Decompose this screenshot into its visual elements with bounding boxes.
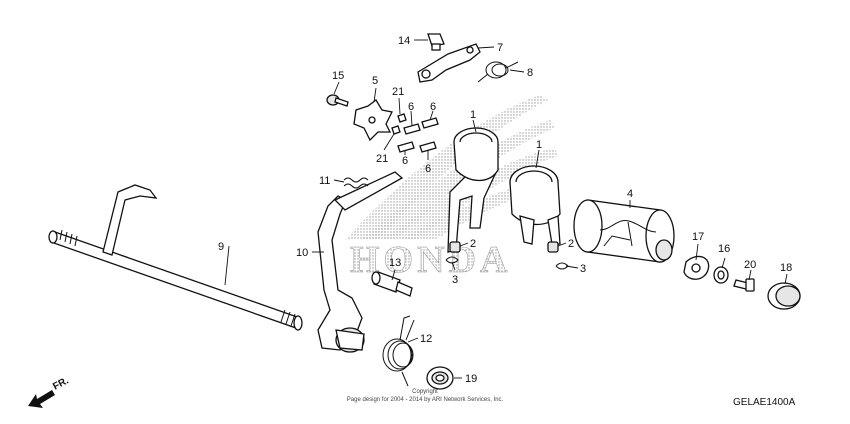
bolt-part-15 bbox=[326, 94, 349, 107]
plate-part-7 bbox=[417, 43, 481, 83]
label-5: 5 bbox=[372, 75, 378, 87]
label-12: 12 bbox=[420, 333, 432, 345]
label-3-left: 3 bbox=[452, 274, 458, 286]
label-6-c: 6 bbox=[402, 155, 408, 167]
pin-part-13 bbox=[371, 271, 413, 297]
label-21-b: 21 bbox=[376, 153, 388, 165]
front-arrow-icon bbox=[28, 390, 55, 408]
roller-part-2-right bbox=[547, 241, 559, 253]
label-6-d: 6 bbox=[425, 163, 431, 175]
shift-fork-part-1-right bbox=[509, 165, 561, 245]
label-19: 19 bbox=[465, 373, 477, 385]
label-2-right: 2 bbox=[568, 238, 574, 250]
cam-plate-part-5 bbox=[353, 99, 393, 142]
label-3-right: 3 bbox=[580, 263, 586, 275]
diagram-code: GELAE1400A bbox=[733, 397, 796, 408]
bolt-part-14 bbox=[427, 33, 445, 51]
clip-part-3-left bbox=[445, 256, 459, 264]
label-1-left: 1 bbox=[470, 109, 476, 121]
label-16: 16 bbox=[718, 243, 730, 255]
label-11: 11 bbox=[319, 175, 330, 187]
spring-part-11 bbox=[343, 177, 369, 189]
shift-fork-part-1-left bbox=[447, 127, 499, 253]
label-7: 7 bbox=[497, 42, 503, 54]
label-10: 10 bbox=[296, 247, 308, 259]
label-21-a: 21 bbox=[392, 86, 404, 98]
label-13: 13 bbox=[389, 257, 401, 269]
label-2-left: 2 bbox=[470, 238, 476, 250]
copyright-line-2: Page design for 2004 - 2014 by ARI Netwo… bbox=[347, 397, 504, 403]
label-15: 15 bbox=[332, 70, 344, 82]
front-label: FR. bbox=[51, 375, 71, 392]
copyright-line-1: Copyright bbox=[412, 389, 438, 395]
label-20: 20 bbox=[744, 259, 756, 271]
pins-part-6 bbox=[397, 117, 439, 153]
label-1-right: 1 bbox=[536, 139, 542, 151]
label-6-b: 6 bbox=[430, 101, 436, 113]
pins-part-21 bbox=[391, 113, 407, 135]
label-17: 17 bbox=[692, 231, 704, 243]
shift-drum-part-4 bbox=[573, 199, 675, 263]
leader-lines bbox=[224, 39, 788, 379]
spring-part-12 bbox=[382, 315, 415, 387]
label-14: 14 bbox=[398, 35, 410, 47]
shift-shaft-part-9 bbox=[48, 184, 303, 331]
label-18: 18 bbox=[780, 262, 792, 274]
washer-part-16 bbox=[713, 266, 729, 284]
copyright-notice: Copyright Page design for 2004 - 2014 by… bbox=[347, 389, 504, 403]
front-direction-indicator: FR. bbox=[28, 375, 71, 408]
roller-part-2-left bbox=[449, 241, 461, 253]
cap-part-18 bbox=[767, 282, 801, 310]
label-6-a: 6 bbox=[408, 101, 414, 113]
bolt-part-20 bbox=[733, 278, 755, 292]
spring-part-8 bbox=[477, 61, 519, 83]
label-9: 9 bbox=[218, 241, 224, 253]
part-labels: 1 1 2 2 3 3 4 5 6 6 6 6 7 8 9 10 11 12 1… bbox=[218, 35, 792, 385]
shift-arm-part-10 bbox=[317, 171, 404, 353]
label-4: 4 bbox=[627, 188, 633, 200]
oil-seal-part-19 bbox=[426, 366, 454, 390]
label-8: 8 bbox=[527, 67, 533, 79]
